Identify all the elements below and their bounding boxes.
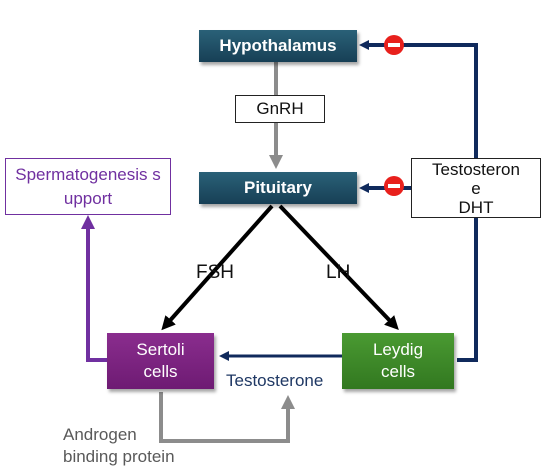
lh-arrow [278, 204, 399, 331]
spermatogenesis-arrow [81, 215, 107, 362]
testosterone-dht-line-2: e [471, 178, 481, 198]
abp-label-line-1: Androgen [63, 425, 137, 444]
fsh-arrow [161, 204, 274, 331]
inhibition-icon-hypothalamus [384, 35, 404, 55]
testosterone-dht-line-3: DHT [458, 197, 494, 217]
testosterone-dht-box: Testosteron e DHT [411, 158, 541, 218]
abp-label-line-2: binding protein [63, 447, 175, 466]
gnrh-label-box: GnRH [235, 95, 325, 123]
leydig-cells-node: Leydig cells [342, 333, 454, 389]
hypothalamus-node: Hypothalamus [199, 30, 357, 62]
spermatogenesis-box: Spermatogenesis support [5, 158, 171, 215]
fsh-label: FSH [196, 262, 234, 283]
hypothalamus-label: Hypothalamus [219, 36, 337, 55]
testosterone-label: Testosterone [226, 371, 324, 390]
leydig-label-line-2: cells [380, 362, 415, 381]
sertoli-label-line-2: cells [143, 362, 178, 381]
leydig-label-line-1: Leydig [372, 340, 424, 359]
lh-label: LH [326, 262, 351, 283]
sertoli-cells-node: Sertoli cells [107, 333, 214, 389]
gnrh-label: GnRH [256, 99, 304, 118]
pituitary-label: Pituitary [243, 178, 313, 197]
inhibition-icon-pituitary [384, 176, 404, 196]
abp-arrow [159, 392, 295, 443]
testosterone-dht-line-1: Testosteron [432, 159, 520, 179]
sertoli-label-line-1: Sertoli [136, 340, 185, 359]
pituitary-node: Pituitary [199, 172, 357, 204]
spermatogenesis-label: Spermatogenesis support [15, 164, 161, 208]
